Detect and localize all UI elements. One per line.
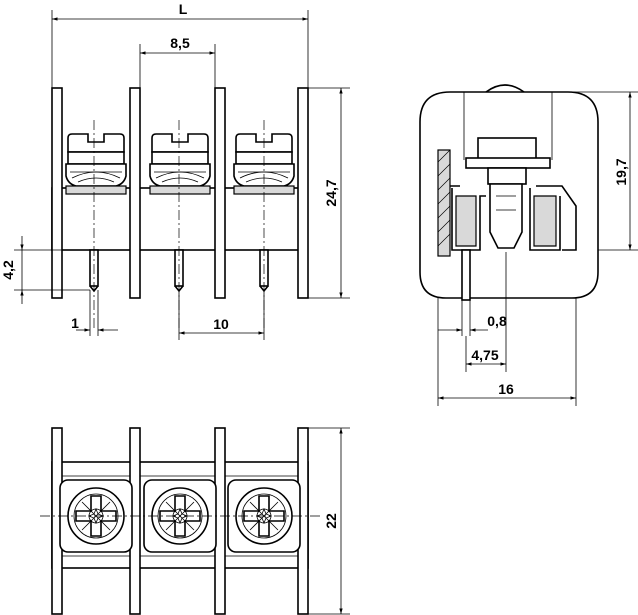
dim-depth: 16: [498, 381, 514, 397]
front-view: L 8,5 24,7 4,2 1 10: [0, 1, 350, 340]
dim-pin-spacing: 10: [213, 316, 229, 332]
screw-2: [149, 133, 211, 195]
top-view: 22: [40, 427, 350, 615]
dim-pin-dia: 1: [71, 315, 79, 331]
dim-width: 22: [323, 513, 339, 529]
dim-offset: 4,75: [471, 347, 498, 363]
dim-pin-length: 4,2: [0, 260, 16, 280]
wall-4: [297, 87, 309, 299]
side-view: 19,7 0,8 4,75 16: [419, 84, 638, 406]
dim-gap: 0,8: [487, 313, 507, 329]
dim-pitch: 8,5: [170, 35, 190, 51]
dim-height: 24,7: [323, 179, 339, 206]
screw-1: [65, 133, 127, 195]
wall-3: [214, 87, 226, 299]
dim-side-height: 19,7: [613, 158, 629, 185]
dim-L: L: [179, 1, 188, 17]
wall-2: [129, 87, 141, 299]
wall-1: [51, 87, 63, 299]
